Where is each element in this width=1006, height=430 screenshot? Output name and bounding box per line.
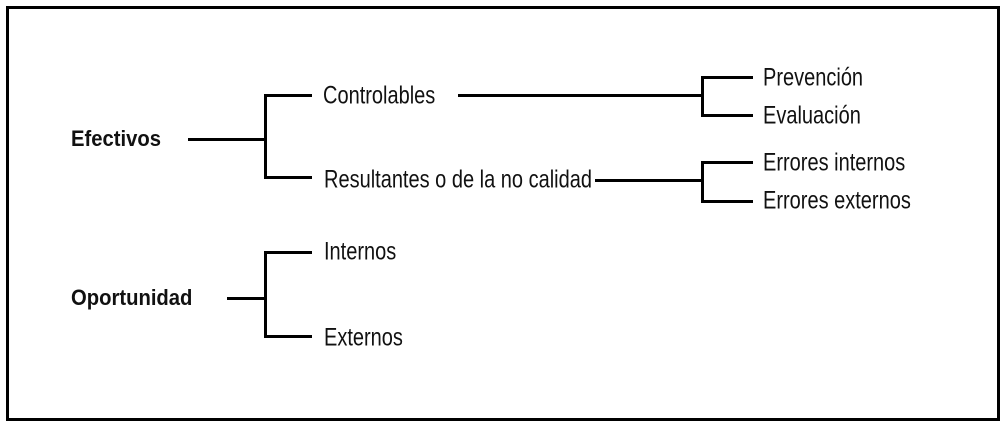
connector-prevencion-stub xyxy=(701,76,753,79)
connector-internos-stub xyxy=(264,251,312,254)
node-errores-externos: Errores externos xyxy=(763,186,911,215)
node-oportunidad: Oportunidad xyxy=(71,285,193,310)
connector-controlables-vertical xyxy=(701,76,704,117)
node-prevencion: Prevención xyxy=(763,63,864,92)
connector-evaluacion-stub xyxy=(701,114,753,117)
node-externos: Externos xyxy=(324,323,403,352)
connector-controlables-stub xyxy=(264,94,312,97)
connector-resultantes-vertical xyxy=(701,161,704,203)
connector-oportunidad-trunk xyxy=(227,297,266,300)
node-controlables: Controlables xyxy=(323,81,436,110)
connector-efectivos-vertical xyxy=(264,94,267,179)
node-resultantes: Resultantes o de la no calidad xyxy=(324,165,592,194)
connector-controlables-trunk xyxy=(458,94,703,97)
node-efectivos: Efectivos xyxy=(71,126,162,151)
connector-errores-externos-stub xyxy=(701,200,753,203)
node-evaluacion: Evaluación xyxy=(763,101,861,130)
diagram-border xyxy=(6,6,1000,421)
connector-externos-stub xyxy=(264,335,312,338)
node-errores-internos: Errores internos xyxy=(763,148,906,177)
connector-efectivos-trunk xyxy=(188,138,266,141)
connector-resultantes-trunk xyxy=(595,179,704,182)
connector-resultantes-stub xyxy=(264,176,312,179)
connector-oportunidad-vertical xyxy=(264,251,267,338)
connector-errores-internos-stub xyxy=(701,161,753,164)
node-internos: Internos xyxy=(324,237,397,266)
